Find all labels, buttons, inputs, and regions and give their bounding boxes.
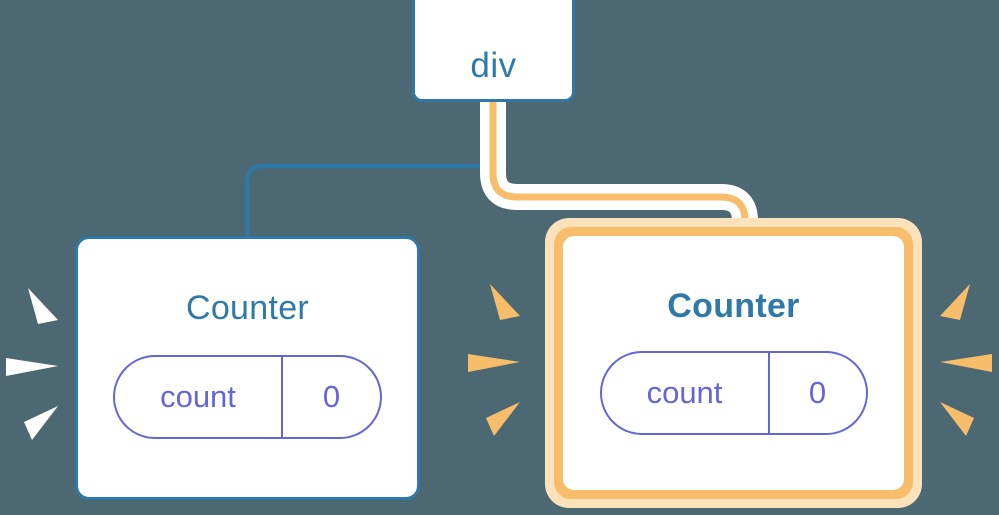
node-counter-right[interactable]: Counter count 0 xyxy=(545,218,922,508)
counter-left-state-value: 0 xyxy=(322,379,341,414)
node-counter-left[interactable]: Counter count 0 xyxy=(75,236,420,500)
counter-right-title: Counter xyxy=(667,287,800,325)
sparkle-burst-right-card-icon xyxy=(940,284,992,436)
node-div[interactable]: div xyxy=(412,0,575,102)
counter-right-body: Counter count 0 xyxy=(568,241,899,485)
counter-left-state-key: count xyxy=(115,357,283,437)
node-div-label: div xyxy=(470,46,517,85)
edge-div-to-counter-left xyxy=(245,100,495,240)
counter-right-inner: Counter count 0 xyxy=(563,236,904,490)
edge-div-to-counter-right xyxy=(489,102,749,236)
counter-left-body: Counter count 0 xyxy=(78,239,417,497)
edge-div-to-counter-right-halo xyxy=(480,102,758,236)
counter-right-highlight-ring: Counter count 0 xyxy=(554,227,913,499)
counter-right-state-value: 0 xyxy=(808,375,827,410)
sparkle-burst-mid-icon xyxy=(468,284,520,436)
sparkle-burst-left-card-icon xyxy=(6,288,58,440)
counter-right-state-pill: count 0 xyxy=(599,351,868,435)
counter-right-state-key: count xyxy=(602,353,770,433)
counter-left-title: Counter xyxy=(185,289,310,327)
counter-left-state-pill: count 0 xyxy=(113,355,382,439)
